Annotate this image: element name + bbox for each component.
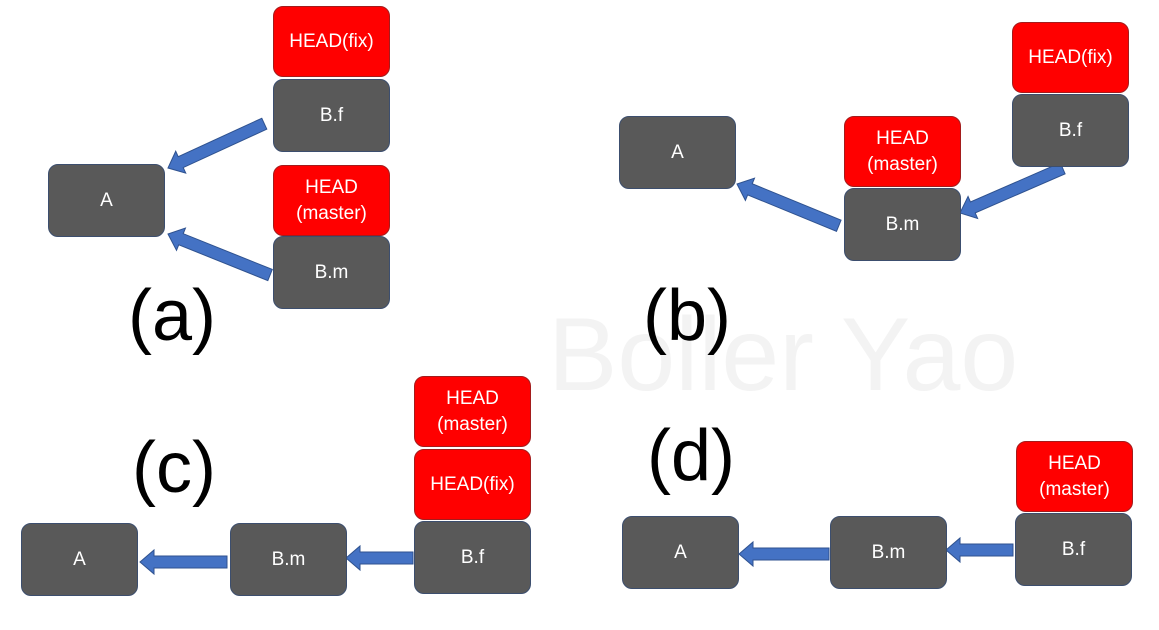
commit-bm: B.m [273, 236, 390, 309]
watermark-text: Boller Yao [548, 297, 1019, 413]
commit-bm: B.m [830, 516, 947, 589]
ref-head-master: HEAD (master) [844, 116, 961, 187]
commit-a: A [622, 516, 739, 589]
arrow-bf-to-bm-c [345, 544, 414, 572]
panel-label: (c) [132, 428, 216, 508]
arrow-bf-to-bm-d [945, 536, 1014, 564]
commit-a: A [619, 116, 736, 189]
panel-label: (a) [128, 276, 216, 356]
arrow-bf-to-bm-b [959, 162, 1066, 220]
panel-label: (b) [643, 276, 731, 356]
commit-bm: B.m [844, 188, 961, 261]
arrow-bm-to-a-d [738, 540, 830, 568]
arrow-bf-to-a [167, 117, 268, 174]
ref-head-fix: HEAD(fix) [273, 6, 390, 77]
arrow-bm-to-a-b [736, 177, 842, 232]
panel-label: (d) [647, 416, 735, 496]
commit-bm: B.m [230, 523, 347, 596]
commit-bf: B.f [1012, 94, 1129, 167]
ref-head-master: HEAD (master) [273, 165, 390, 236]
commit-a: A [48, 164, 165, 237]
commit-bf: B.f [414, 521, 531, 594]
ref-head-master: HEAD (master) [414, 376, 531, 447]
ref-head-master: HEAD (master) [1016, 441, 1133, 512]
arrow-bm-to-a [167, 227, 273, 282]
arrow-bm-to-a-c [139, 548, 228, 576]
commit-a: A [21, 523, 138, 596]
commit-bf: B.f [273, 79, 390, 152]
ref-head-fix: HEAD(fix) [414, 449, 531, 520]
commit-bf: B.f [1015, 513, 1132, 586]
ref-head-fix: HEAD(fix) [1012, 22, 1129, 93]
